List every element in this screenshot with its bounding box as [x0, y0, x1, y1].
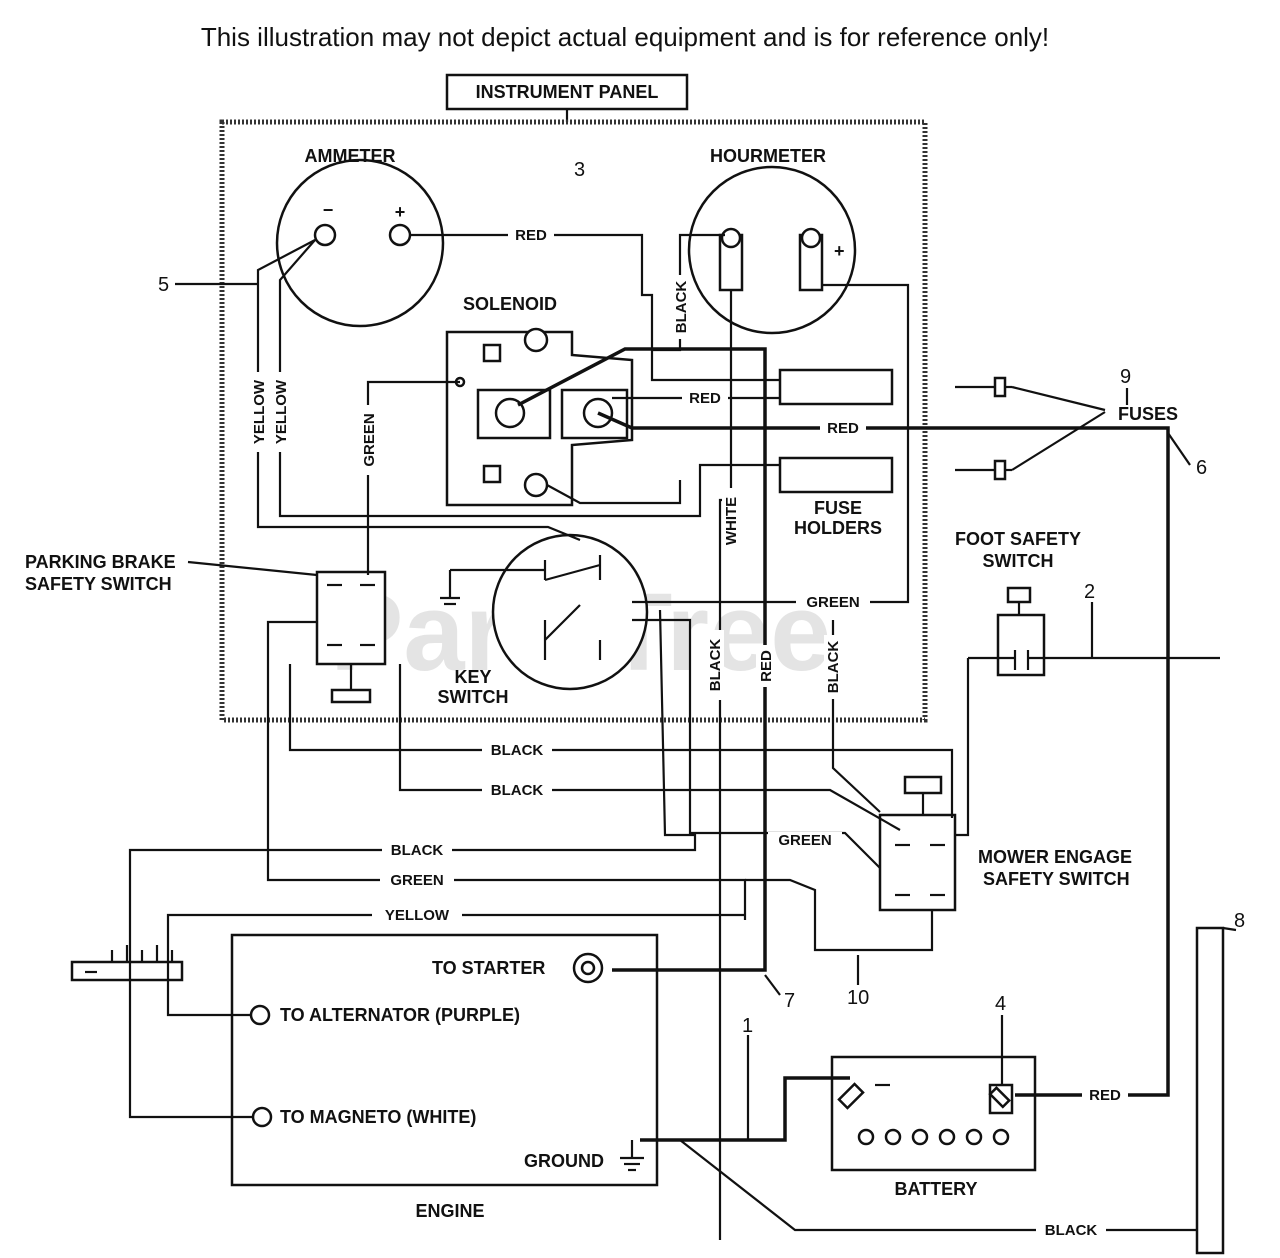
- svg-text:+: +: [395, 202, 406, 222]
- engine: ENGINE TO STARTER TO ALTERNATOR (PURPLE)…: [230, 933, 659, 1221]
- wire-label-green: GREEN: [778, 832, 831, 849]
- svg-text:FOOT SAFETY: FOOT SAFETY: [955, 529, 1081, 549]
- alternator-connector: [70, 945, 184, 982]
- svg-text:MOWER ENGAGE: MOWER ENGAGE: [978, 847, 1132, 867]
- key-switch: KEY SWITCH: [438, 533, 649, 707]
- battery: BATTERY: [830, 1055, 1037, 1199]
- hourmeter: HOURMETER +: [687, 146, 857, 335]
- callout-3: 3: [574, 159, 585, 181]
- svg-text:BATTERY: BATTERY: [895, 1179, 978, 1199]
- instrument-panel-header: INSTRUMENT PANEL: [445, 73, 689, 122]
- svg-text:−: −: [323, 200, 334, 220]
- mower-engage-safety-switch: MOWER ENGAGE SAFETY SWITCH: [878, 775, 1132, 912]
- wire-label-white: WHITE: [723, 497, 740, 545]
- callout-5: 5: [158, 274, 169, 296]
- wire-label-black: BLACK: [673, 281, 690, 334]
- svg-text:TO MAGNETO (WHITE): TO MAGNETO (WHITE): [280, 1107, 476, 1127]
- wire-label-black: BLACK: [1045, 1222, 1098, 1239]
- fuses: FUSES 9: [955, 366, 1178, 481]
- callout-7: 7: [784, 990, 795, 1012]
- svg-text:SAFETY SWITCH: SAFETY SWITCH: [983, 869, 1130, 889]
- wire-label-yellow: YELLOW: [251, 379, 268, 444]
- ammeter: AMMETER − +: [275, 146, 445, 328]
- svg-text:9: 9: [1120, 366, 1131, 388]
- svg-text:FUSES: FUSES: [1118, 404, 1178, 424]
- callout-2: 2: [1084, 581, 1095, 603]
- wire-label-red: RED: [758, 650, 775, 682]
- wire-label-red: RED: [515, 227, 547, 244]
- reference-note: This illustration may not depict actual …: [200, 22, 1050, 52]
- callout-10: 10: [847, 987, 869, 1009]
- wire-label-red: RED: [1089, 1087, 1121, 1104]
- svg-text:SWITCH: SWITCH: [983, 551, 1054, 571]
- fuse-holders: FUSE HOLDERS: [778, 368, 894, 538]
- svg-text:SWITCH: SWITCH: [438, 687, 509, 707]
- callout-numbers: 1 2 3 4 5 6 7 8 10: [158, 159, 1245, 1037]
- wire-label-black: BLACK: [707, 639, 724, 692]
- wire-label-black: BLACK: [391, 842, 444, 859]
- item-8-rod: [1195, 926, 1225, 1255]
- svg-text:PARKING BRAKE: PARKING BRAKE: [25, 552, 176, 572]
- svg-text:KEY: KEY: [454, 667, 491, 687]
- svg-text:AMMETER: AMMETER: [305, 146, 396, 166]
- svg-text:SAFETY SWITCH: SAFETY SWITCH: [25, 574, 172, 594]
- svg-text:GROUND: GROUND: [524, 1151, 604, 1171]
- wire-label-green: GREEN: [390, 872, 443, 889]
- wire-label-red: RED: [689, 390, 721, 407]
- svg-text:SOLENOID: SOLENOID: [463, 294, 557, 314]
- svg-text:HOURMETER: HOURMETER: [710, 146, 826, 166]
- instrument-panel-border: [219, 119, 928, 723]
- wire-label-red: RED: [827, 420, 859, 437]
- wire-label-black: BLACK: [491, 742, 544, 759]
- svg-text:HOLDERS: HOLDERS: [794, 518, 882, 538]
- wire-label-yellow: YELLOW: [273, 379, 290, 444]
- solenoid: SOLENOID: [445, 294, 634, 507]
- callout-6: 6: [1196, 457, 1207, 479]
- svg-text:FUSE: FUSE: [814, 498, 862, 518]
- wire-label-green: GREEN: [806, 594, 859, 611]
- parking-brake-safety-switch: PARKING BRAKE SAFETY SWITCH: [25, 552, 387, 704]
- wire-label-black: BLACK: [825, 641, 842, 694]
- svg-text:+: +: [834, 241, 845, 261]
- wire-label-black: BLACK: [491, 782, 544, 799]
- callout-1: 1: [742, 1015, 753, 1037]
- wire-label-yellow: YELLOW: [385, 907, 450, 924]
- svg-text:TO STARTER: TO STARTER: [432, 958, 545, 978]
- callout-8: 8: [1234, 910, 1245, 932]
- callout-4: 4: [995, 993, 1006, 1015]
- svg-text:INSTRUMENT PANEL: INSTRUMENT PANEL: [476, 82, 659, 102]
- wire-labels: RED RED RED RED RED BLACK BLACK BLACK BL…: [250, 227, 1128, 1239]
- svg-text:TO ALTERNATOR (PURPLE): TO ALTERNATOR (PURPLE): [280, 1005, 520, 1025]
- foot-safety-switch: FOOT SAFETY SWITCH: [955, 529, 1220, 677]
- wire-label-green: GREEN: [361, 413, 378, 466]
- svg-text:ENGINE: ENGINE: [415, 1201, 484, 1221]
